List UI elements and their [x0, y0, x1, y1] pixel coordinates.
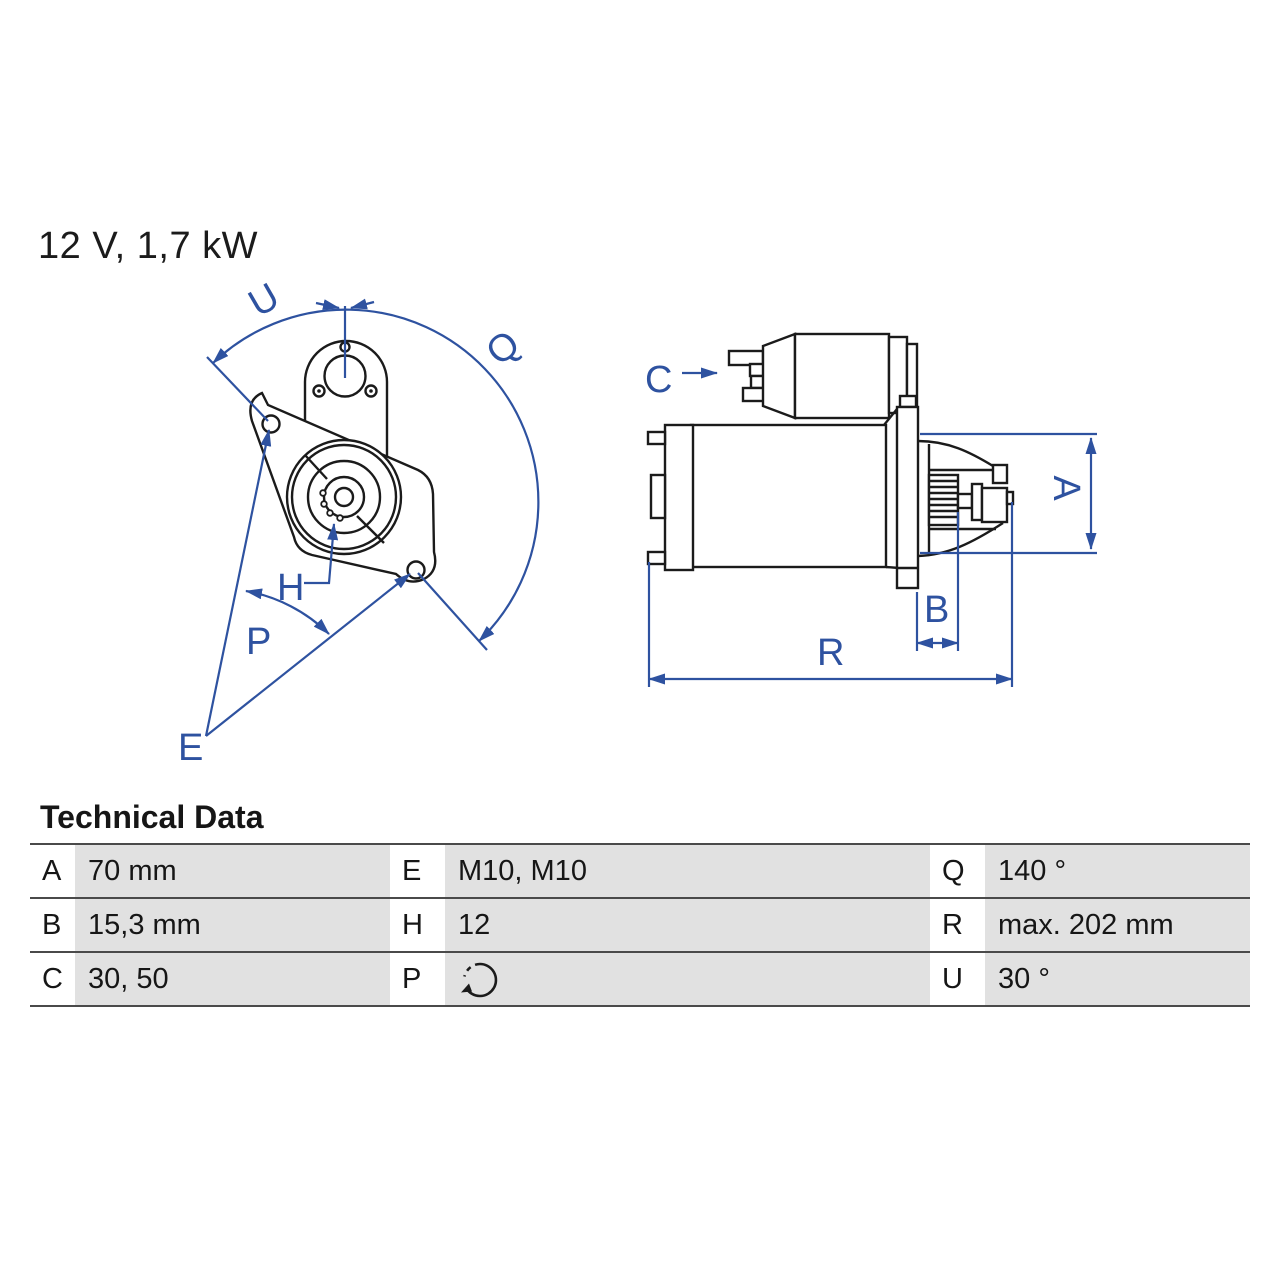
- dim-h-leader: [304, 523, 339, 585]
- dim-label-e: E: [178, 727, 203, 769]
- product-title: 12 V, 1,7 kW: [38, 225, 259, 267]
- spec-label-r: R: [930, 899, 985, 951]
- dim-label-c: C: [645, 359, 672, 401]
- spec-label-c: C: [30, 953, 75, 1005]
- front-view: [249, 339, 437, 583]
- dim-label-p: P: [246, 621, 271, 663]
- terminal-stud-50: [741, 386, 767, 403]
- spec-label-e: E: [390, 845, 445, 897]
- side-view: [646, 332, 1015, 590]
- table-row: B 15,3 mm H 12 R max. 202 mm: [30, 897, 1250, 951]
- solenoid-cap: [761, 332, 797, 420]
- spec-value-p: [445, 953, 930, 1005]
- front-view-dimensions: U Q H P E: [178, 275, 540, 769]
- spec-label-b: B: [30, 899, 75, 951]
- dim-label-h: H: [277, 567, 304, 609]
- dim-e-leader-1: [204, 429, 272, 737]
- dim-label-u: U: [242, 275, 287, 325]
- spec-label-p: P: [390, 953, 445, 1005]
- table-heading: Technical Data: [40, 799, 264, 835]
- spec-value-a: 70 mm: [75, 845, 390, 897]
- side-view-dimensions: C A B R: [645, 359, 1097, 687]
- rotation-direction-icon: [461, 962, 498, 998]
- spec-label-a: A: [30, 845, 75, 897]
- dim-label-r: R: [817, 632, 844, 674]
- spec-value-c: 30, 50: [75, 953, 390, 1005]
- table-row: A 70 mm E M10, M10 Q 140 °: [30, 843, 1250, 897]
- dim-label-a: A: [1045, 475, 1087, 501]
- drive-end-block: [980, 486, 1009, 524]
- flange-plate: [895, 405, 920, 590]
- dim-label-b: B: [924, 589, 949, 631]
- spec-label-h: H: [390, 899, 445, 951]
- spec-value-q: 140 °: [985, 845, 1250, 897]
- table-row: C 30, 50 P U 30 °: [30, 951, 1250, 1005]
- dim-label-q: Q: [479, 323, 528, 374]
- pinion-gear: [927, 473, 960, 527]
- spec-label-q: Q: [930, 845, 985, 897]
- angle-q-arc: [212, 308, 540, 642]
- spec-value-r: max. 202 mm: [985, 899, 1250, 951]
- spec-value-u: 30 °: [985, 953, 1250, 1005]
- spec-value-b: 15,3 mm: [75, 899, 390, 951]
- motor-body: [689, 423, 888, 569]
- technical-data-table: A 70 mm E M10, M10 Q 140 ° B 15,3 mm H 1…: [30, 843, 1250, 1007]
- angle-p-arc: [245, 588, 330, 635]
- spec-label-u: U: [930, 953, 985, 1005]
- spec-value-e: M10, M10: [445, 845, 930, 897]
- solenoid-body: [793, 332, 891, 420]
- dim-e-leader-2: [205, 573, 411, 737]
- spec-value-h: 12: [445, 899, 930, 951]
